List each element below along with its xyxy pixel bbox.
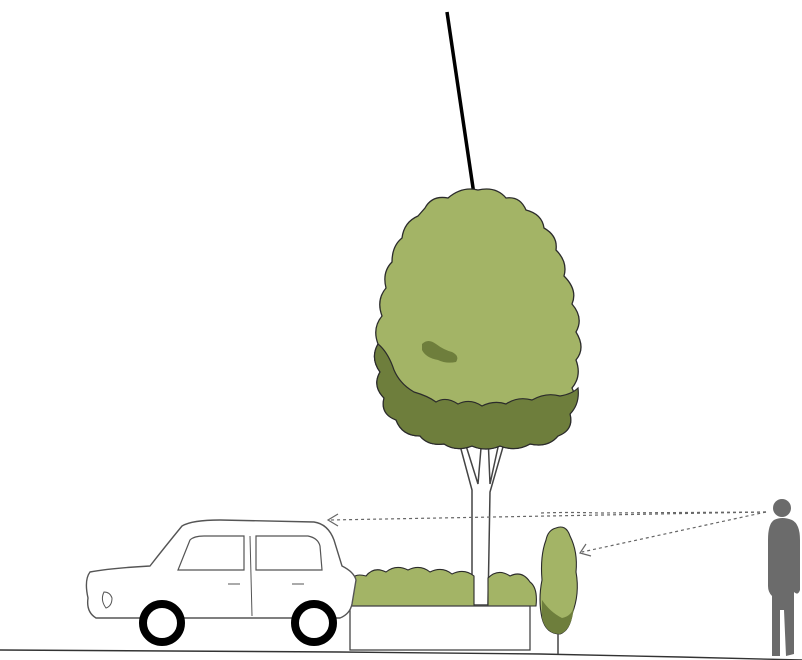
pedestrian-silhouette [768,499,800,656]
hedge-right [488,572,536,606]
planter-hedge [342,567,537,650]
sight-line-to-shrub [582,512,766,552]
person-body [768,518,800,656]
columnar-shrub [540,527,577,654]
callout-leader [447,12,483,217]
front-wheel [143,604,181,642]
parked-car [86,520,356,642]
rear-wheel [295,604,333,642]
ground-line [0,650,802,660]
person-head [773,499,791,517]
sight-line-upper [540,512,766,513]
planter-box [350,606,530,650]
hedge [342,567,474,606]
